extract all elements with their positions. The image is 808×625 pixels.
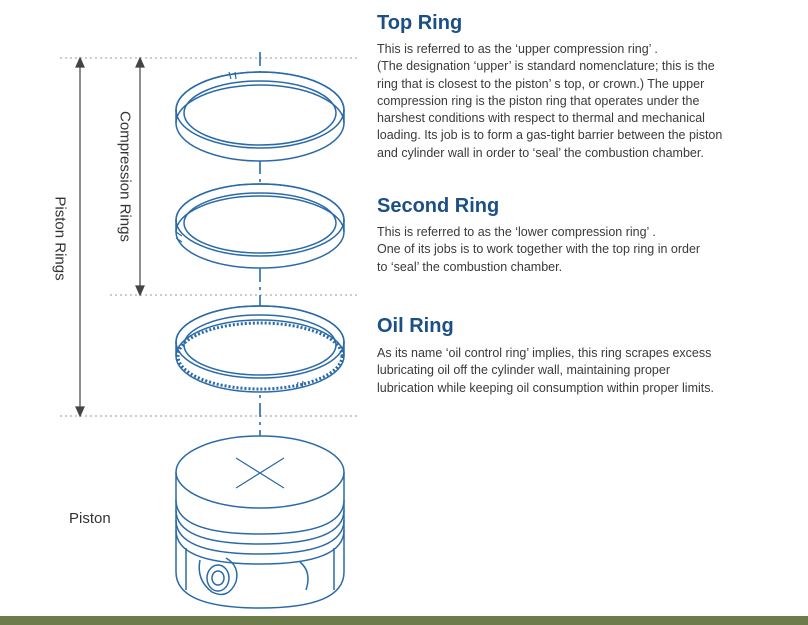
oil-ring-icon	[175, 305, 345, 393]
oil-ring-description: As its name ‘oil control ring’ implies, …	[377, 346, 714, 395]
bracket-arrows	[75, 56, 145, 418]
bottom-bar	[0, 616, 808, 625]
top-ring-description: This is referred to as the ‘upper compre…	[377, 42, 723, 160]
piston-rings-label: Piston Rings	[51, 196, 69, 281]
second-ring-description: This is referred to as the ‘lower compre…	[377, 225, 701, 274]
top-ring-icon	[175, 71, 345, 162]
second-ring-icon	[175, 183, 345, 269]
oil-ring-title: Oil Ring	[377, 315, 454, 337]
top-ring-title: Top Ring	[377, 12, 463, 34]
guide-lines	[60, 57, 360, 417]
second-ring-title: Second Ring	[377, 195, 500, 217]
piston-label: Piston	[69, 510, 111, 527]
piston-icon	[175, 435, 345, 609]
compression-rings-label: Compression Rings	[116, 111, 134, 242]
